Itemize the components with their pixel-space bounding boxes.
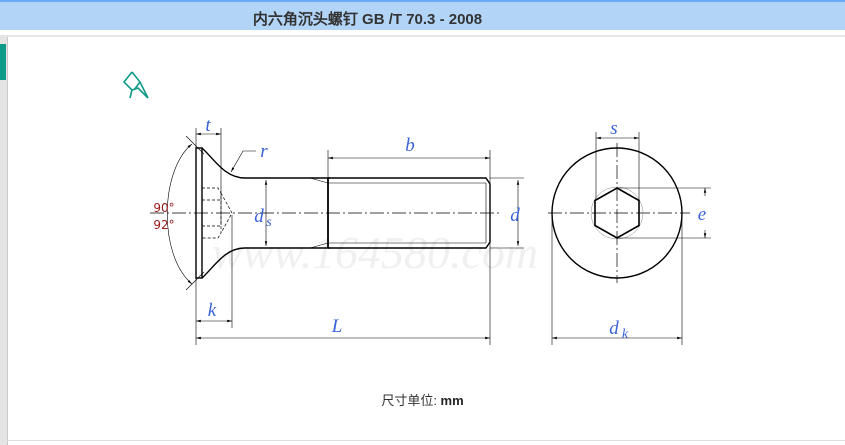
watermark: www.164580.com [212,227,538,278]
pushpin-icon[interactable] [122,71,149,99]
page-title: 内六角沉头螺钉 GB /T 70.3 - 2008 [252,11,483,28]
label-t: t [205,115,211,136]
label-ds: d [254,206,264,227]
label-dk: d [609,318,619,339]
label-e: e [698,204,706,225]
divider [0,35,845,37]
unit-value: mm [440,393,464,408]
sidebar-tab[interactable] [0,44,6,80]
divider [7,440,845,441]
title-bar: 内六角沉头螺钉 GB /T 70.3 - 2008 [0,0,845,30]
unit-label: 尺寸单位: [381,393,441,408]
label-ds-sub: s [266,215,272,230]
label-d: d [510,205,520,226]
side-view [150,128,524,345]
left-scrollbar[interactable] [0,37,8,445]
label-dk-sub: k [622,327,629,342]
angle-90: 90° [153,201,174,215]
label-L: L [331,316,343,337]
label-s: s [610,118,617,139]
unit-caption: 尺寸单位: mm [0,390,845,409]
label-b: b [405,135,415,156]
label-k: k [208,300,217,321]
label-r: r [260,141,268,162]
end-view [548,132,711,345]
angle-92: 92° [153,218,174,232]
